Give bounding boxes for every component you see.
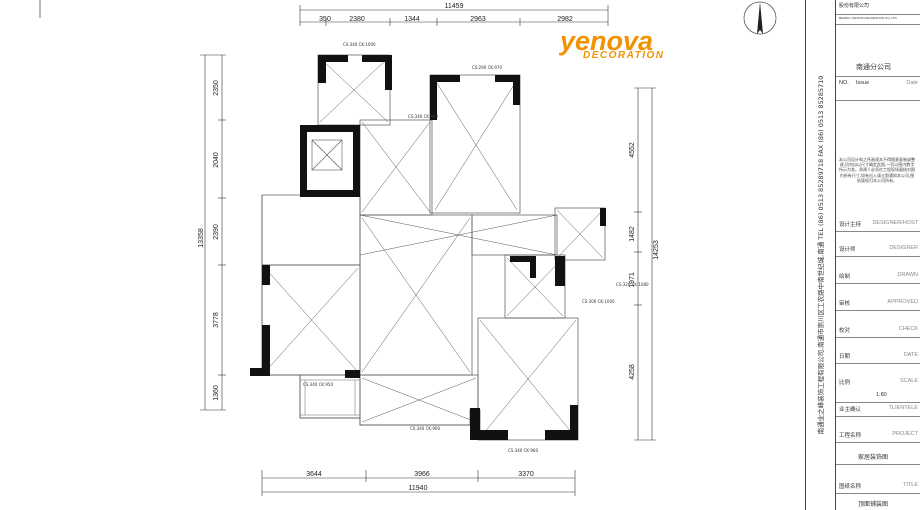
dim-top-3: 1344: [404, 16, 420, 23]
dim-bottom-2: 3966: [414, 471, 430, 478]
north-arrow-icon: [743, 1, 777, 35]
tb-value: DESIGNER/HOST: [872, 220, 918, 226]
drawing-title: 顶面铺装图: [858, 502, 889, 508]
structural-walls: [250, 55, 606, 440]
company-name-en: BEIJING YENOVA DECORATION CO.,LTD: [839, 16, 897, 20]
room-label: CS:340 CK:960: [508, 448, 538, 453]
issue-date: Date: [906, 80, 918, 86]
dim-left-2: 2040: [213, 152, 220, 168]
dim-left-4: 3778: [213, 312, 220, 328]
issue-no: NO.: [839, 80, 849, 86]
tb-value: CHECK: [898, 326, 918, 332]
tb-label: 日期: [839, 354, 851, 360]
title-block: 股份有限公司 BEIJING YENOVA DECORATION CO.,LTD…: [835, 0, 920, 510]
dim-top-2: 2380: [349, 16, 365, 23]
dim-top-1: 350: [319, 16, 331, 23]
tb-value: TLIENTELE: [888, 405, 918, 411]
tb-label: 业主确认: [839, 407, 862, 413]
branch-name: 南通分公司: [856, 64, 891, 71]
project-name: 家居装饰图: [858, 455, 889, 461]
dim-left-3: 2390: [213, 224, 220, 240]
tb-label: 设计主持: [839, 222, 862, 228]
company-name: 股份有限公司: [839, 3, 870, 9]
tb-label: 比例: [839, 380, 851, 386]
room-label: CS:340 CK:900: [410, 426, 440, 431]
dim-right-2: 1482: [629, 226, 636, 242]
scale-value: 1:80: [876, 392, 887, 398]
dim-bottom-total: 11940: [409, 485, 428, 492]
dim-top-total: 11459: [445, 3, 464, 10]
tb-value: SCALE: [899, 378, 918, 384]
dim-left-1: 2350: [213, 80, 220, 96]
room-label: CS:290 CK:970: [472, 65, 502, 70]
dim-left-5: 1360: [213, 385, 220, 401]
room-label: CS:320 CK:1080: [616, 282, 649, 287]
room-label: CS:340 CK:950: [303, 382, 333, 387]
tb-label: 图纸名称: [839, 484, 862, 490]
tb-label: 校对: [839, 328, 851, 334]
tb-value: DRAWN: [897, 272, 918, 278]
room-label: CS:340 CK:1000: [343, 42, 376, 47]
tb-label: 绘制: [839, 274, 851, 280]
tb-value: DESIGNER: [889, 245, 918, 251]
elevator-shaft: [311, 139, 343, 171]
issue-label: Issue: [856, 80, 870, 86]
tb-label: 设计师: [839, 247, 856, 253]
dim-right-1: 4552: [629, 142, 636, 158]
address-strip: [805, 0, 836, 510]
brand-logo: yenova: [560, 26, 654, 56]
room-tags: CS:340 CK:1000 CS:290 CK:970 CS:340 CK:9…: [303, 42, 649, 453]
company-address: 南通业之峰装饰工程有限公司,南通市崇川区工农路中南世纪城,南通 TEL (86)…: [817, 75, 825, 435]
tb-label: 审核: [839, 301, 851, 307]
dim-right-4: 4258: [629, 364, 636, 380]
dim-right-3: 1971: [629, 272, 636, 288]
tb-value: TITLE: [903, 482, 918, 488]
dim-bottom-3: 3370: [518, 471, 534, 478]
balcony-rail: [300, 379, 360, 416]
copyright-note: 本公司设计和之序画规本不得随意复制或整改,切勿自以尺寸确定此图,一切以图内数字所…: [839, 157, 915, 183]
ceiling-diagonals: [264, 57, 604, 439]
dim-right-total: 14253: [653, 240, 660, 260]
tb-value: DATE: [903, 352, 918, 358]
tb-value: APPROVED: [887, 299, 918, 305]
tb-label: 工程名称: [839, 433, 862, 439]
room-label: CS:300 CK:1000: [582, 299, 615, 304]
dim-bottom-1: 3644: [306, 471, 322, 478]
brand-logo-sub: DECORATION: [583, 50, 665, 61]
dim-top-4: 2963: [470, 16, 486, 23]
tb-value: PROJECT: [892, 431, 918, 437]
dim-top-5: 2982: [557, 16, 573, 23]
dim-left-total: 13358: [198, 228, 205, 248]
room-label: CS:340 CK:980: [408, 114, 438, 119]
